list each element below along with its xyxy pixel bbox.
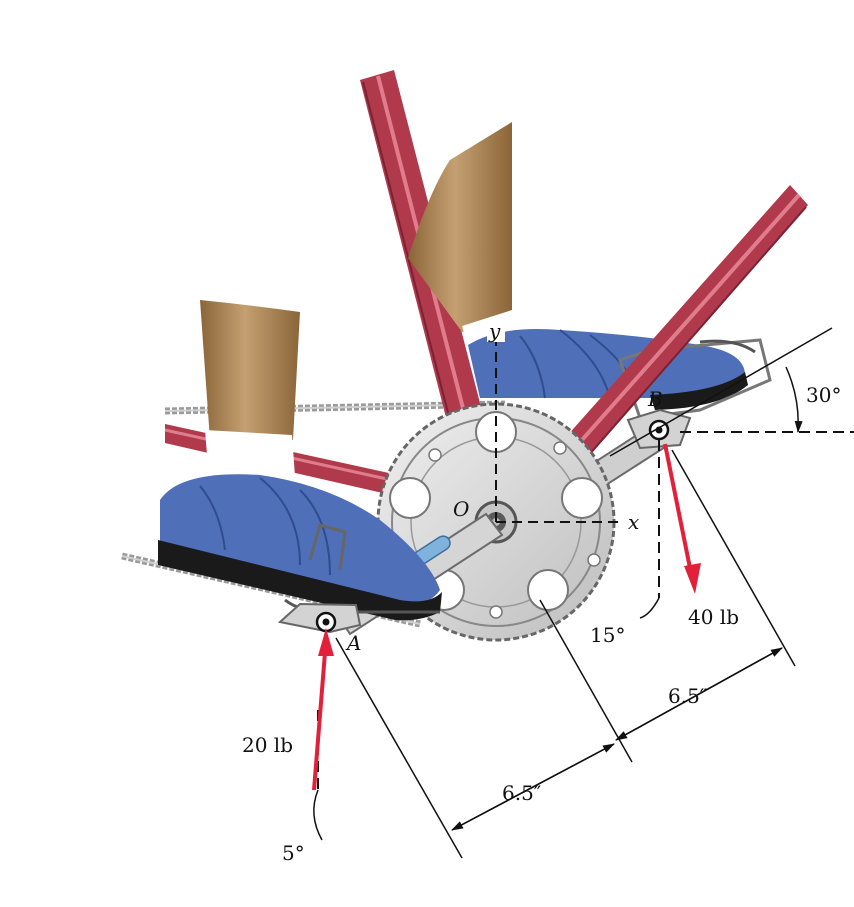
dimension-lines — [335, 449, 796, 859]
axis-label-x: x — [628, 510, 639, 534]
left-leg — [200, 300, 300, 492]
force-arrow-b — [663, 443, 701, 594]
force-label-a: 20 lb — [242, 733, 293, 757]
point-label-a: A — [345, 631, 361, 655]
labels: y x O A B 20 lb 40 lb 30° 15° 5° 6.5″ 6.… — [242, 319, 841, 865]
dimension-label-a: 6.5″ — [502, 781, 541, 805]
coordinate-axes — [495, 338, 622, 523]
force-label-b: 40 lb — [688, 605, 739, 629]
axis-label-y: y — [488, 319, 501, 343]
force-arrow-a — [312, 628, 334, 791]
pedal-axle-a — [315, 611, 337, 633]
point-label-b: B — [647, 387, 663, 411]
angle-label-15: 15° — [590, 623, 625, 647]
angle-label-30: 30° — [806, 383, 841, 407]
point-label-o: O — [453, 497, 469, 521]
angle-arcs — [313, 366, 803, 841]
angle-label-5: 5° — [282, 841, 305, 865]
dimension-label-b: 6.5″ — [668, 684, 707, 708]
